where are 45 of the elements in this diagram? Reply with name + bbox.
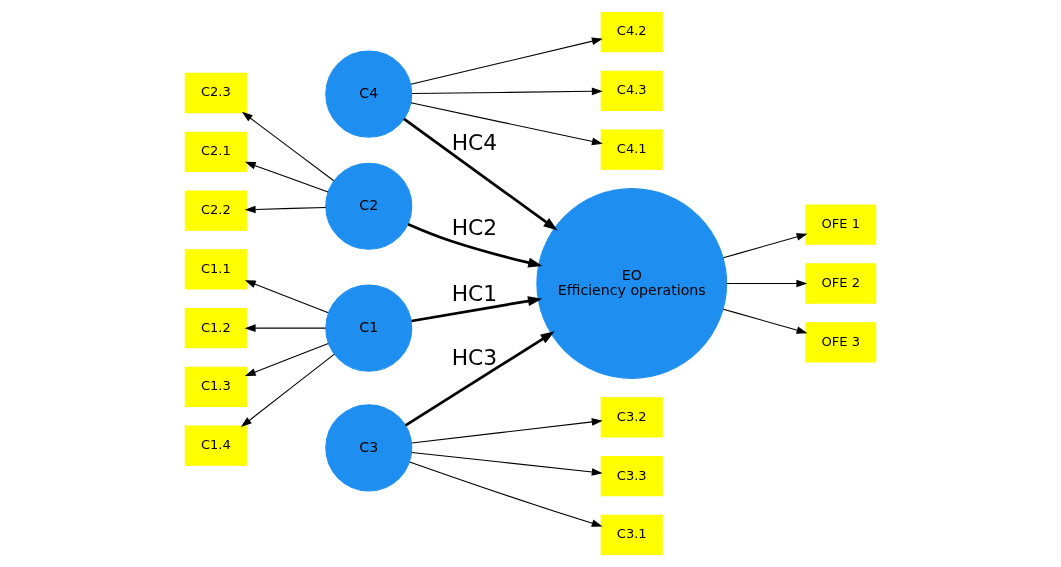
arrow — [407, 223, 543, 268]
arrow — [411, 418, 603, 444]
arrow — [410, 37, 603, 85]
node-circle: C1 — [325, 284, 413, 372]
node-box: C4.3 — [600, 70, 663, 111]
arrow — [722, 308, 808, 334]
edge-label: HC4 — [451, 129, 498, 155]
arrow — [410, 102, 603, 146]
node-box: C2.2 — [184, 190, 247, 231]
arrow — [244, 280, 329, 314]
node-circle: EO Efficiency operations — [536, 188, 728, 379]
node-box: C1.2 — [184, 308, 247, 349]
node-box: C1.3 — [184, 366, 247, 408]
node-box: C4.1 — [600, 129, 663, 170]
arrow — [244, 342, 329, 377]
node-box: OFE 2 — [805, 263, 877, 304]
arrow — [403, 117, 558, 231]
node-circle: C3 — [325, 404, 413, 492]
arrow — [241, 111, 335, 182]
node-box: C1.4 — [184, 425, 247, 466]
arrow — [244, 161, 329, 193]
node-circle: C4 — [325, 50, 413, 138]
node-box: OFE 3 — [805, 322, 877, 363]
node-box: C4.2 — [600, 11, 663, 53]
arrow — [240, 353, 335, 428]
arrow — [726, 279, 808, 288]
node-box: C3.3 — [600, 456, 663, 497]
arrow — [404, 331, 555, 427]
arrow — [411, 87, 603, 96]
edge-label: HC3 — [451, 345, 498, 371]
edge-label: HC2 — [451, 214, 498, 240]
node-box: C3.1 — [600, 514, 663, 556]
node-box: C1.1 — [184, 249, 247, 290]
arrow — [722, 233, 808, 259]
node-box: C2.1 — [184, 131, 247, 172]
arrow — [244, 324, 327, 332]
node-box: OFE 1 — [805, 204, 877, 245]
arrow — [411, 451, 603, 476]
arrow — [409, 461, 603, 527]
arrow — [411, 296, 543, 323]
node-box: C2.3 — [184, 72, 247, 114]
arrow — [244, 205, 327, 214]
node-box: C3.2 — [600, 397, 663, 438]
edge-label: HC1 — [451, 280, 498, 306]
node-circle: C2 — [325, 162, 413, 250]
